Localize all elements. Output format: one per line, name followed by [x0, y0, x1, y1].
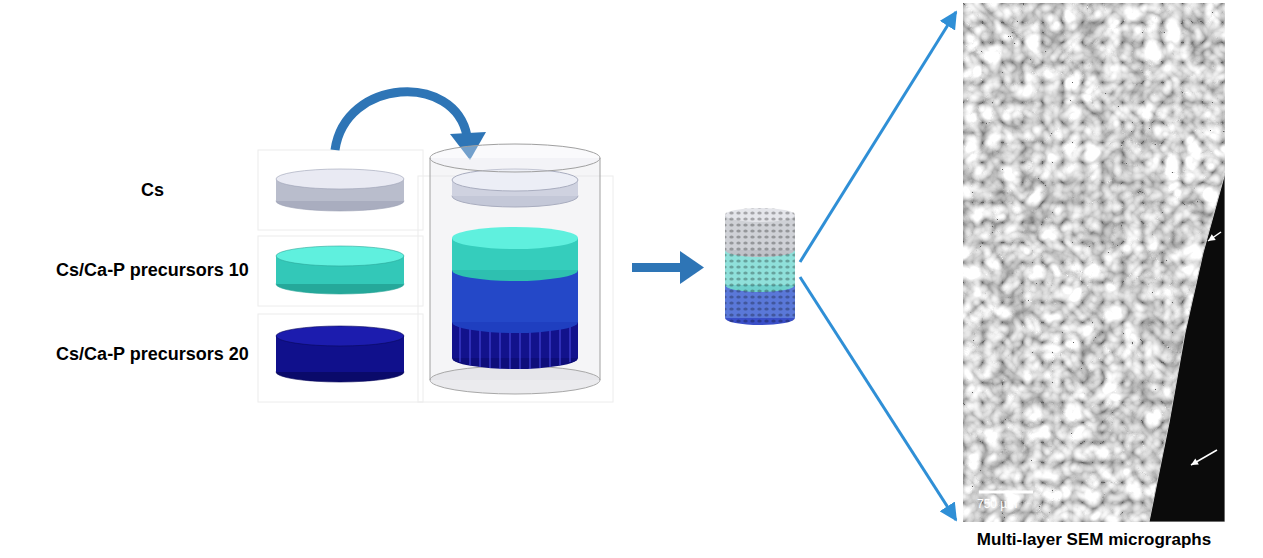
curved-arrow — [335, 92, 467, 150]
disk-shape — [272, 310, 412, 398]
frame — [258, 150, 423, 230]
pointer-arrow — [1208, 232, 1221, 241]
disk-shape — [272, 235, 412, 305]
disk-shape — [272, 150, 412, 230]
layer-disk: Cs/Ca-P precursors 20 — [45, 310, 415, 398]
mould-body — [430, 158, 600, 380]
disk-top — [276, 326, 404, 346]
scaffold-pores — [725, 208, 795, 325]
layer-label: Cs — [45, 180, 260, 201]
mould-wall — [600, 158, 601, 380]
layer-disk: Cs — [45, 150, 415, 230]
frame — [258, 236, 423, 306]
layer-disk: Cs/Ca-P precursors 10 — [45, 235, 415, 305]
pointer-arrow — [1191, 450, 1217, 465]
layer-disk — [452, 227, 578, 249]
disk-top — [276, 169, 404, 189]
mould-base — [430, 366, 600, 394]
sem-texture — [963, 3, 1225, 522]
sem-image — [963, 3, 1225, 522]
frame — [258, 314, 423, 402]
process-arrow — [632, 263, 682, 272]
pointer-head — [1208, 234, 1216, 241]
disk-top — [276, 246, 404, 266]
zoom-line — [800, 277, 956, 520]
layer-label: Cs/Ca-P precursors 20 — [45, 344, 260, 365]
sem-micrograph: 750 µmMulti-layer SEM micrographs — [963, 3, 1225, 522]
mould-rim — [430, 144, 600, 172]
mould-wall — [430, 158, 431, 380]
scale-bar — [979, 491, 1033, 494]
scale-label: 750 µm — [977, 497, 1017, 511]
pointer-head — [1191, 458, 1199, 465]
sample-edge — [1149, 173, 1225, 522]
zoom-line — [800, 12, 956, 262]
caption: Multi-layer SEM micrographs — [923, 530, 1263, 550]
arrow-head — [680, 251, 704, 284]
layer-label: Cs/Ca-P precursors 10 — [45, 260, 260, 281]
